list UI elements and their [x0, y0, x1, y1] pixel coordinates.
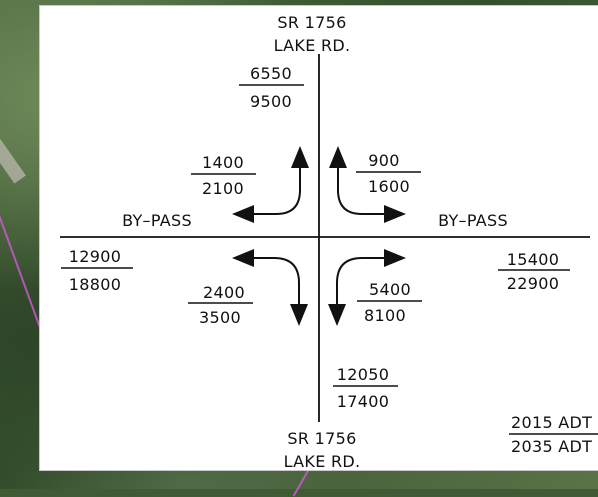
legend-bottom: 2035 ADT	[511, 437, 592, 456]
se-turn-arrow	[328, 249, 406, 326]
nw-turn-volume-top: 1400	[202, 153, 244, 172]
nw-turn-arrow	[232, 146, 309, 223]
north-road-label-line1: SR 1756	[277, 13, 346, 32]
nw-turn-volume-bottom: 2100	[202, 179, 244, 198]
ne-turn-arrow	[329, 146, 406, 223]
east-road-label: BY–PASS	[438, 211, 508, 230]
sw-turn-volume-top: 2400	[203, 283, 245, 302]
east-approach-volume-top: 15400	[507, 250, 559, 269]
se-turn-volume-bottom: 8100	[364, 306, 406, 325]
north-approach-volume-top: 6550	[250, 64, 292, 83]
ne-turn-volume-bottom: 1600	[368, 177, 410, 196]
south-approach-volume-bottom: 17400	[337, 392, 389, 411]
east-approach-volume-bottom: 22900	[507, 274, 559, 293]
west-approach-volume-bottom: 18800	[69, 275, 121, 294]
west-road-label: BY–PASS	[122, 211, 192, 230]
se-turn-volume-top: 5400	[369, 280, 411, 299]
west-approach-volume-top: 12900	[69, 247, 121, 266]
south-approach-volume-top: 12050	[337, 365, 389, 384]
north-approach-volume-bottom: 9500	[250, 92, 292, 111]
sw-turn-volume-bottom: 3500	[199, 308, 241, 327]
north-road-label-line2: LAKE RD.	[274, 36, 351, 55]
south-road-label-line2: LAKE RD.	[284, 452, 361, 471]
legend-top: 2015 ADT	[511, 413, 592, 432]
ne-turn-volume-top: 900	[368, 151, 399, 170]
sw-turn-arrow	[232, 249, 308, 326]
south-road-label-line1: SR 1756	[287, 429, 356, 448]
